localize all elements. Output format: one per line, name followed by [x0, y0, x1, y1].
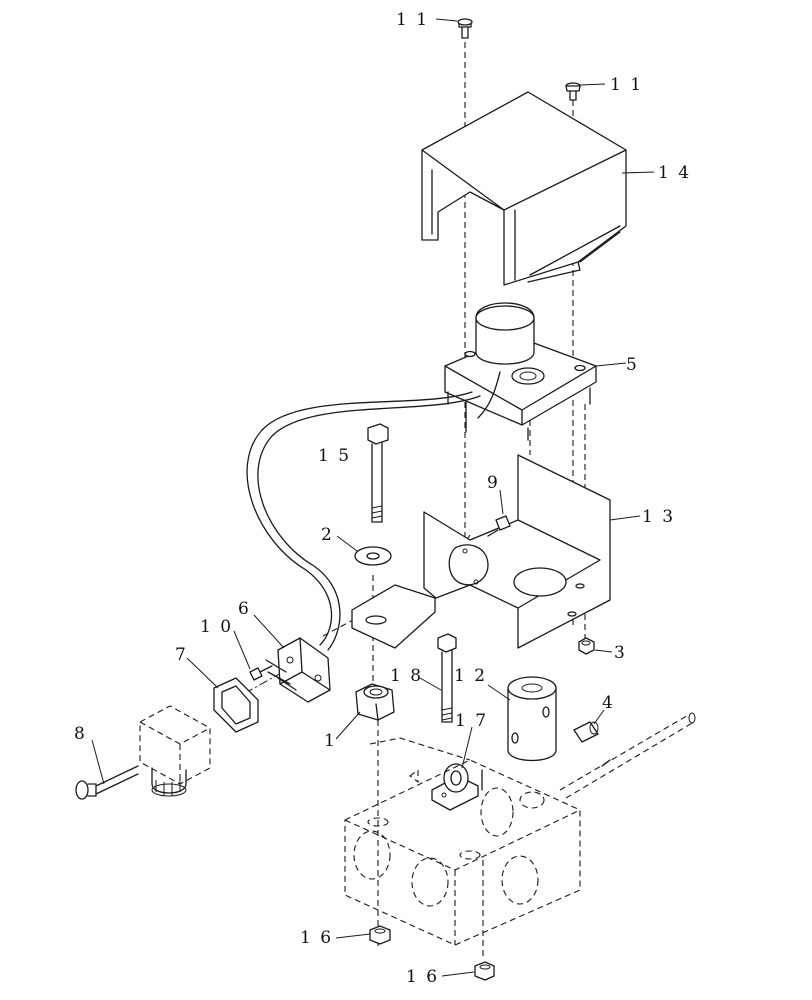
screw-9 — [487, 515, 511, 537]
callout-labels: 1 1 1 1 1 4 5 1 5 9 1 3 2 6 1 0 7 3 1 8 … — [74, 10, 691, 987]
set-screw-4 — [573, 721, 599, 743]
leader-lines — [91, 18, 655, 977]
callout-17: 1 7 — [455, 711, 488, 731]
screw-11-left — [457, 18, 473, 39]
coupling-12 — [507, 676, 557, 762]
screw-11-right — [565, 82, 581, 101]
callout-6: 6 — [238, 599, 251, 619]
nut-16-right — [474, 961, 495, 981]
actuator-5 — [444, 302, 597, 441]
callout-1: 1 — [324, 731, 337, 751]
callout-16-right: 1 6 — [406, 967, 439, 987]
callout-2: 2 — [321, 525, 334, 545]
cable — [246, 371, 501, 651]
screw-10 — [249, 665, 273, 681]
screw-8 — [75, 765, 139, 800]
washer-2 — [354, 546, 392, 566]
bolt-15 — [367, 423, 389, 523]
cover-14 — [421, 91, 627, 286]
bracket-13 — [351, 454, 611, 649]
plug-housing — [139, 705, 211, 797]
valve-body — [344, 737, 581, 946]
callout-13: 1 3 — [642, 507, 675, 527]
nut-3 — [578, 637, 595, 655]
callout-10: 1 0 — [200, 617, 233, 637]
callout-11-top-right: 1 1 — [610, 75, 643, 95]
connector-6 — [265, 637, 331, 703]
callout-14: 1 4 — [658, 163, 691, 183]
callout-8: 8 — [74, 724, 87, 744]
nut-16-left — [369, 925, 391, 945]
nut-1 — [355, 683, 395, 721]
gasket-7 — [213, 677, 259, 733]
callout-5: 5 — [626, 355, 639, 375]
bolt-18 — [437, 633, 457, 723]
fitting-17 — [431, 763, 483, 811]
callout-7: 7 — [175, 645, 188, 665]
callout-4: 4 — [602, 693, 615, 713]
callout-3: 3 — [614, 643, 627, 663]
callout-18: 1 8 — [390, 666, 423, 686]
callout-11-top-left: 1 1 — [396, 10, 429, 30]
callout-16-left: 1 6 — [300, 928, 333, 948]
callout-12: 1 2 — [454, 666, 487, 686]
callout-9: 9 — [487, 473, 500, 493]
shaft — [559, 712, 696, 799]
callout-15: 1 5 — [318, 446, 351, 466]
